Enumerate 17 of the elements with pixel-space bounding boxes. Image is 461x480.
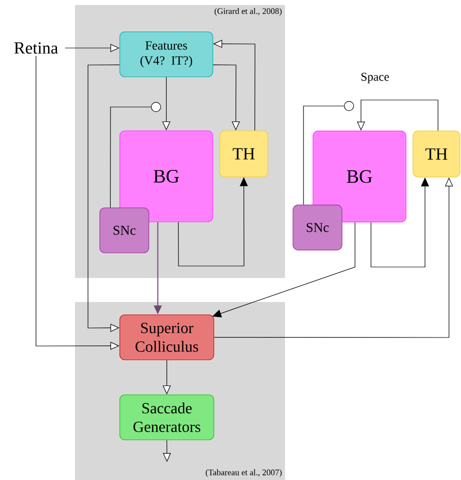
text-label: Space bbox=[361, 72, 389, 84]
process-box: BG bbox=[312, 130, 406, 222]
process-box: TH bbox=[219, 130, 268, 178]
arrow bbox=[162, 76, 170, 130]
arrow bbox=[212, 64, 240, 130]
process-box: BG bbox=[119, 130, 214, 222]
arrow bbox=[303, 101, 354, 205]
arrow bbox=[110, 102, 161, 208]
process-box: TH bbox=[412, 130, 460, 178]
process-box: SNc bbox=[99, 207, 150, 254]
process-box: Features (V4? IT?) bbox=[119, 31, 214, 78]
text-label: Retina bbox=[14, 42, 58, 54]
arrow bbox=[88, 64, 120, 332]
process-box: Saccade Generators bbox=[119, 394, 214, 440]
arrow bbox=[162, 360, 171, 394]
process-box: Superior Colliculus bbox=[119, 314, 214, 360]
process-box: SNc bbox=[292, 204, 342, 250]
